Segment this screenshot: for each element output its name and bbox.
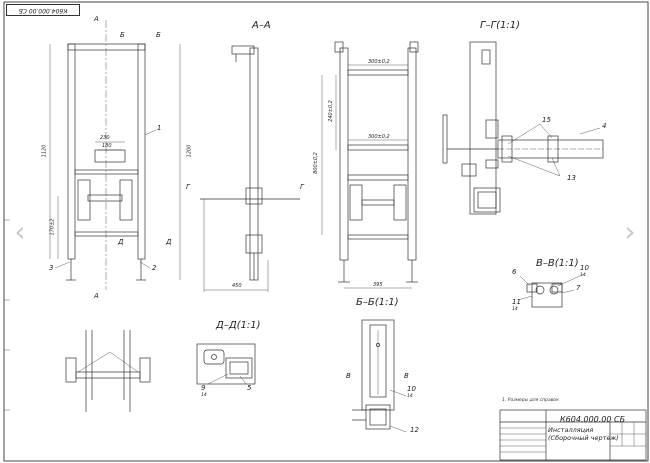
callout-4: 4	[602, 122, 607, 130]
callout-3: 3	[49, 264, 54, 272]
callout-11-sub: 14	[512, 307, 518, 312]
rotated-stamp: К604.000.00 СБ	[6, 4, 80, 16]
section-aa-view	[200, 45, 300, 292]
drawing-title: Инсталляция (Сборочный чертеж)	[548, 426, 619, 442]
cut-mark-a-top: А	[94, 15, 99, 23]
callout-6: 6	[512, 268, 517, 276]
dim-180: 180	[102, 143, 112, 149]
dim-1120: 1120	[41, 144, 48, 158]
section-bb-view	[321, 41, 419, 289]
cut-mark-v-right: В	[404, 372, 409, 380]
cut-mark-g-right: Г	[300, 183, 304, 191]
cut-mark-b-right: Б	[156, 31, 161, 39]
callout-9-sub: 14	[201, 393, 207, 398]
callout-1: 1	[157, 124, 162, 132]
cut-mark-a-bottom: А	[94, 292, 99, 300]
prev-page-button[interactable]: ‹	[8, 215, 32, 249]
section-gg-view	[442, 41, 604, 215]
dim-170: 170±2	[49, 218, 56, 236]
sheet-frame	[3, 1, 649, 462]
callout-7: 7	[576, 284, 581, 292]
callout-10b: 10	[580, 264, 589, 272]
callout-5: 5	[247, 384, 252, 392]
title-section-vv: В–В(1:1)	[536, 258, 579, 269]
dim-230: 230	[100, 135, 110, 141]
title-section-aa: А–А	[252, 20, 271, 31]
callout-12: 12	[410, 426, 419, 434]
callout-2: 2	[152, 264, 157, 272]
callout-10: 10	[407, 385, 416, 393]
callout-10-sub: 14	[407, 394, 413, 399]
dim-1200: 1200	[186, 144, 193, 158]
callout-9: 9	[201, 384, 206, 392]
next-page-button[interactable]: ›	[618, 215, 642, 249]
section-dd-view	[196, 343, 256, 385]
cut-mark-g-left: Г	[186, 183, 190, 191]
drawing-title-line1: Инсталляция	[548, 426, 594, 434]
dim-300: 300±0,2	[368, 59, 390, 65]
title-block	[499, 409, 647, 461]
cut-mark-d-right: Д	[166, 238, 172, 246]
dim-800: 800±0,2	[312, 152, 319, 174]
section-bottom-view	[352, 319, 407, 433]
title-section-bb: Б–Б(1:1)	[356, 297, 399, 308]
cut-mark-d-left: Д	[118, 238, 124, 246]
callout-15: 15	[542, 116, 551, 124]
dim-450: 450	[232, 283, 242, 289]
dim-395: 395	[373, 282, 383, 288]
drawing-code: К604.000.00 СБ	[560, 415, 626, 424]
callout-10b-sub: 14	[580, 273, 586, 278]
left-margin-frame	[4, 219, 10, 411]
chevron-left-icon: ‹	[14, 215, 26, 248]
drawing-note: 1. Размеры для справок	[502, 398, 559, 403]
dim-240: 240±0,2	[327, 100, 334, 122]
top-view	[65, 330, 151, 412]
dim-300b: 300±0,2	[368, 134, 390, 140]
callout-11: 11	[512, 298, 521, 306]
callout-13: 13	[567, 174, 576, 182]
chevron-right-icon: ›	[624, 215, 636, 248]
section-vv-view	[517, 273, 585, 308]
cut-mark-v-left: В	[346, 372, 351, 380]
cut-mark-b-left: Б	[120, 31, 125, 39]
front-view	[49, 20, 181, 290]
drawing-title-line2: (Сборочный чертеж)	[548, 434, 619, 442]
title-section-gg: Г–Г(1:1)	[480, 20, 521, 31]
title-section-dd: Д–Д(1:1)	[216, 320, 261, 331]
